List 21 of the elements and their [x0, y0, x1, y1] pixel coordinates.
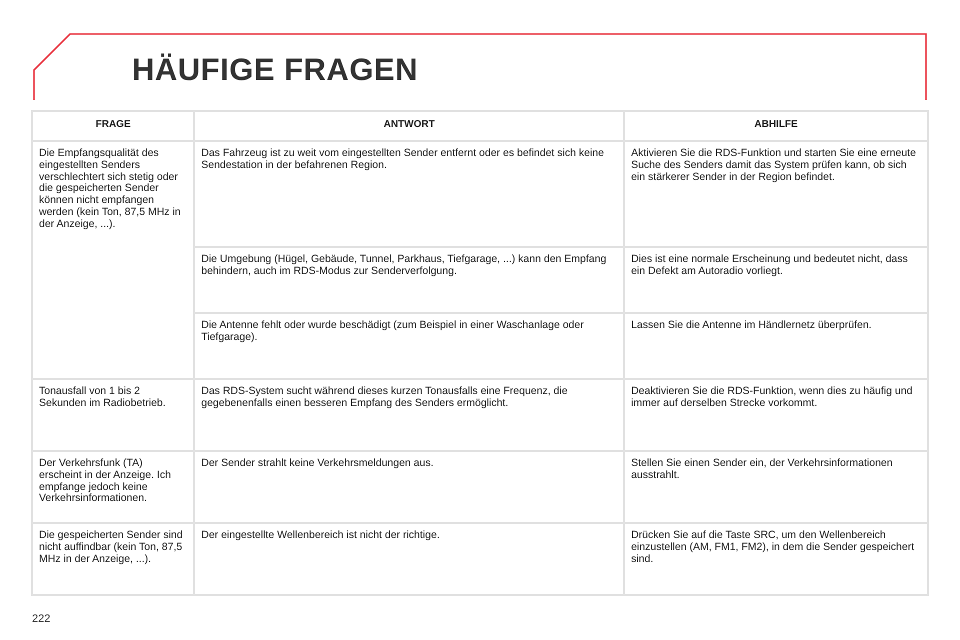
table-cell: Der Verkehrsfunk (TA) erscheint in der Anzeige. Ich empfange jedoch keine Verkehrsinformationen.	[32, 451, 194, 523]
table-cell: Deaktivieren Sie die RDS-Funktion, wenn dies zu häufig und immer auf derselben Strecke vorkommt.	[624, 379, 928, 451]
table-cell: Drücken Sie auf die Taste SRC, um den Wellenbereich einzustellen (AM, FM1, FM2), in dem die Sender gespeichert sind.	[624, 523, 928, 595]
table-cell: Die Antenne fehlt oder wurde beschädigt (zum Beispiel in einer Waschanlage oder Tiefgarage).	[194, 313, 624, 379]
table-cell: Die Empfangsqualität des eingestellten Senders verschlechtert sich stetig oder die gespeicherten Sender können nicht empfangen werden (kein Ton, 87,5 MHz in der Anzeige, ...).	[32, 141, 194, 379]
table-cell: Stellen Sie einen Sender ein, der Verkehrsinformationen ausstrahlt.	[624, 451, 928, 523]
column-header: ABHILFE	[624, 111, 928, 141]
table-cell: Das Fahrzeug ist zu weit vom eingestellten Sender entfernt oder es befindet sich keine Sendestation in der befahrenen Region.	[194, 141, 624, 247]
page-number: 222	[32, 613, 50, 625]
table-cell: Der eingestellte Wellenbereich ist nicht der richtige.	[194, 523, 624, 595]
table-cell: Der Sender strahlt keine Verkehrsmeldungen aus.	[194, 451, 624, 523]
table-cell: Die Umgebung (Hügel, Gebäude, Tunnel, Parkhaus, Tiefgarage, ...) kann den Empfang behindern, auch im RDS-Modus zur Senderverfolgung.	[194, 247, 624, 313]
table-cell: Das RDS-System sucht während dieses kurzen Tonausfalls eine Frequenz, die gegebenenfalls einen besseren Empfang des Senders ermöglicht.	[194, 379, 624, 451]
table-cell: Aktivieren Sie die RDS-Funktion und starten Sie eine erneute Suche des Senders damit das System prüfen kann, ob sich ein stärkerer Sender in der Region befindet.	[624, 141, 928, 247]
table-cell: Lassen Sie die Antenne im Händlernetz überprüfen.	[624, 313, 928, 379]
column-header: ANTWORT	[194, 111, 624, 141]
table-cell: Tonausfall von 1 bis 2 Sekunden im Radiobetrieb.	[32, 379, 194, 451]
table-cell: Dies ist eine normale Erscheinung und bedeutet nicht, dass ein Defekt am Autoradio vorliegt.	[624, 247, 928, 313]
column-header: FRAGE	[32, 111, 194, 141]
table-cell: Die gespeicherten Sender sind nicht auffindbar (kein Ton, 87,5 MHz in der Anzeige, ...).	[32, 523, 194, 595]
page-title: HÄUFIGE FRAGEN	[132, 52, 418, 88]
